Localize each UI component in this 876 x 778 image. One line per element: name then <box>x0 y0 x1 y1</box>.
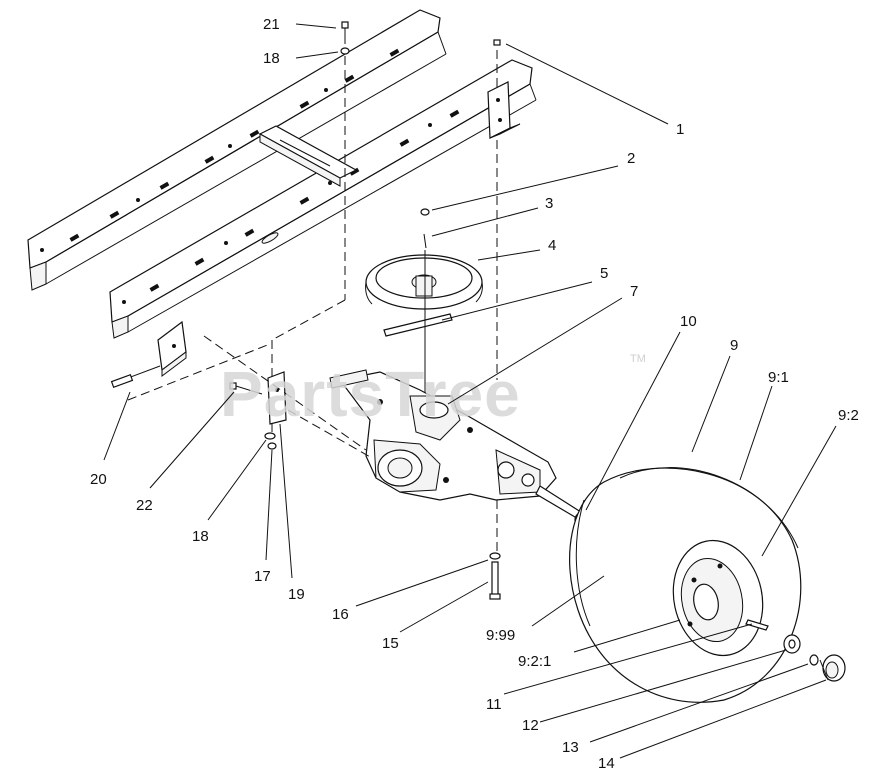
nut-2 <box>420 208 430 216</box>
callout-9: 9 <box>730 337 738 354</box>
hub-cap-14 <box>819 654 846 682</box>
frame-rail-upper <box>27 9 447 291</box>
callout-20: 20 <box>90 471 107 488</box>
frame-cross-member <box>258 125 358 187</box>
callout-22: 22 <box>136 497 153 514</box>
callout-9-99: 9:99 <box>486 627 515 644</box>
callout-9-2-1: 9:2:1 <box>518 653 551 670</box>
callout-2: 2 <box>627 150 635 167</box>
callout-19: 19 <box>288 586 305 603</box>
callout-13: 13 <box>562 739 579 756</box>
callout-16: 16 <box>332 606 349 623</box>
watermark-trademark: TM <box>630 353 646 365</box>
washer-16 <box>489 552 501 560</box>
engine-bracket-20 <box>110 320 187 389</box>
assembly-guide-lines <box>127 50 498 552</box>
callout-4: 4 <box>548 237 556 254</box>
hydrostatic-transaxle <box>329 369 585 521</box>
retaining-ring-13 <box>809 654 819 666</box>
callout-18-lower: 18 <box>192 528 209 545</box>
nut-17 <box>267 442 277 450</box>
washer-18-lower <box>264 432 276 440</box>
bracket-19 <box>267 371 287 425</box>
callout-11: 11 <box>486 696 502 713</box>
callout-labels: 21 18 1 2 3 4 5 7 10 9 9:1 9:2 20 22 18 … <box>90 16 859 772</box>
pulley-key <box>383 313 453 337</box>
callout-21: 21 <box>263 16 280 33</box>
callout-18-top: 18 <box>263 50 280 67</box>
rear-wheel-assembly <box>569 467 802 703</box>
callout-15: 15 <box>382 635 399 652</box>
hub-key-11 <box>745 619 769 631</box>
callout-12: 12 <box>522 717 539 734</box>
bolt-21-top <box>340 21 350 55</box>
mounting-bracket-top <box>487 81 521 139</box>
callout-9-1: 9:1 <box>768 369 789 386</box>
watermark-text: PartsTree <box>220 358 521 430</box>
bolt-22 <box>229 382 263 395</box>
callout-9-2: 9:2 <box>838 407 859 424</box>
bolt-15 <box>489 561 501 600</box>
callout-10: 10 <box>680 313 697 330</box>
partstree-watermark: PartsTree TM <box>220 353 646 430</box>
frame-rail-lower <box>109 59 537 339</box>
callout-1: 1 <box>676 121 684 138</box>
callout-3: 3 <box>545 195 553 212</box>
callout-17: 17 <box>254 568 271 585</box>
callout-5: 5 <box>600 265 608 282</box>
callout-14: 14 <box>598 755 615 772</box>
leader-lines <box>103 23 837 759</box>
callout-7: 7 <box>630 283 638 300</box>
washer-3 <box>423 233 427 249</box>
bolt-1-top <box>493 39 501 46</box>
transaxle-pulley <box>365 254 483 310</box>
